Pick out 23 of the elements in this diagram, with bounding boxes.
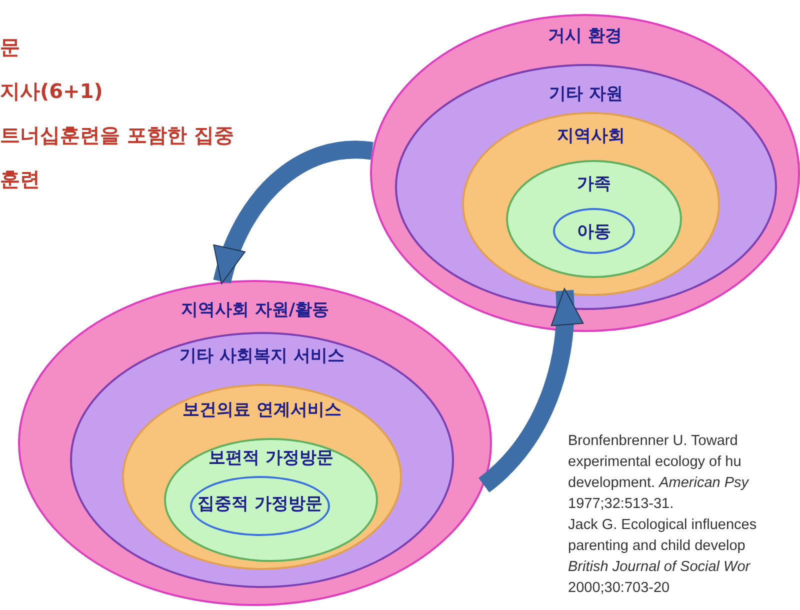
reference-text: Bronfenbrenner U. Toward	[568, 432, 738, 451]
program-item-text: 트너십훈련을 포함한 집중	[0, 122, 234, 149]
program-item-text: 지사(6+1)	[0, 78, 103, 105]
reference-text: 1977;32:513-31.	[568, 495, 674, 514]
program-item-text: 문	[0, 34, 20, 61]
layer-label: 보편적 가정방문	[208, 447, 334, 470]
reference-text: parenting and child develop	[568, 537, 746, 556]
reference-text: development. American Psy	[568, 474, 749, 493]
program-item-text: 훈련	[0, 166, 40, 193]
layer-label: 집중적 가정방문	[198, 493, 322, 516]
layer-label: 기타 사회복지 서비스	[180, 345, 344, 368]
layer-label: 가족	[577, 173, 611, 196]
curved-arrow	[478, 288, 582, 492]
reference-text: British Journal of Social Wor	[568, 558, 750, 577]
layer-label: 기타 자원	[549, 83, 623, 106]
reference-text: 2000;30:703-20	[568, 579, 670, 598]
layer-label: 아동	[577, 221, 611, 244]
reference-text: experimental ecology of hu	[568, 453, 742, 472]
layer-label: 지역사회 자원/활동	[180, 299, 330, 322]
layer-label: 지역사회	[557, 125, 625, 148]
layer-label: 거시 환경	[548, 25, 622, 48]
layer-label: 보건의료 연계서비스	[182, 399, 342, 422]
reference-text: Jack G. Ecological influences	[568, 516, 757, 535]
